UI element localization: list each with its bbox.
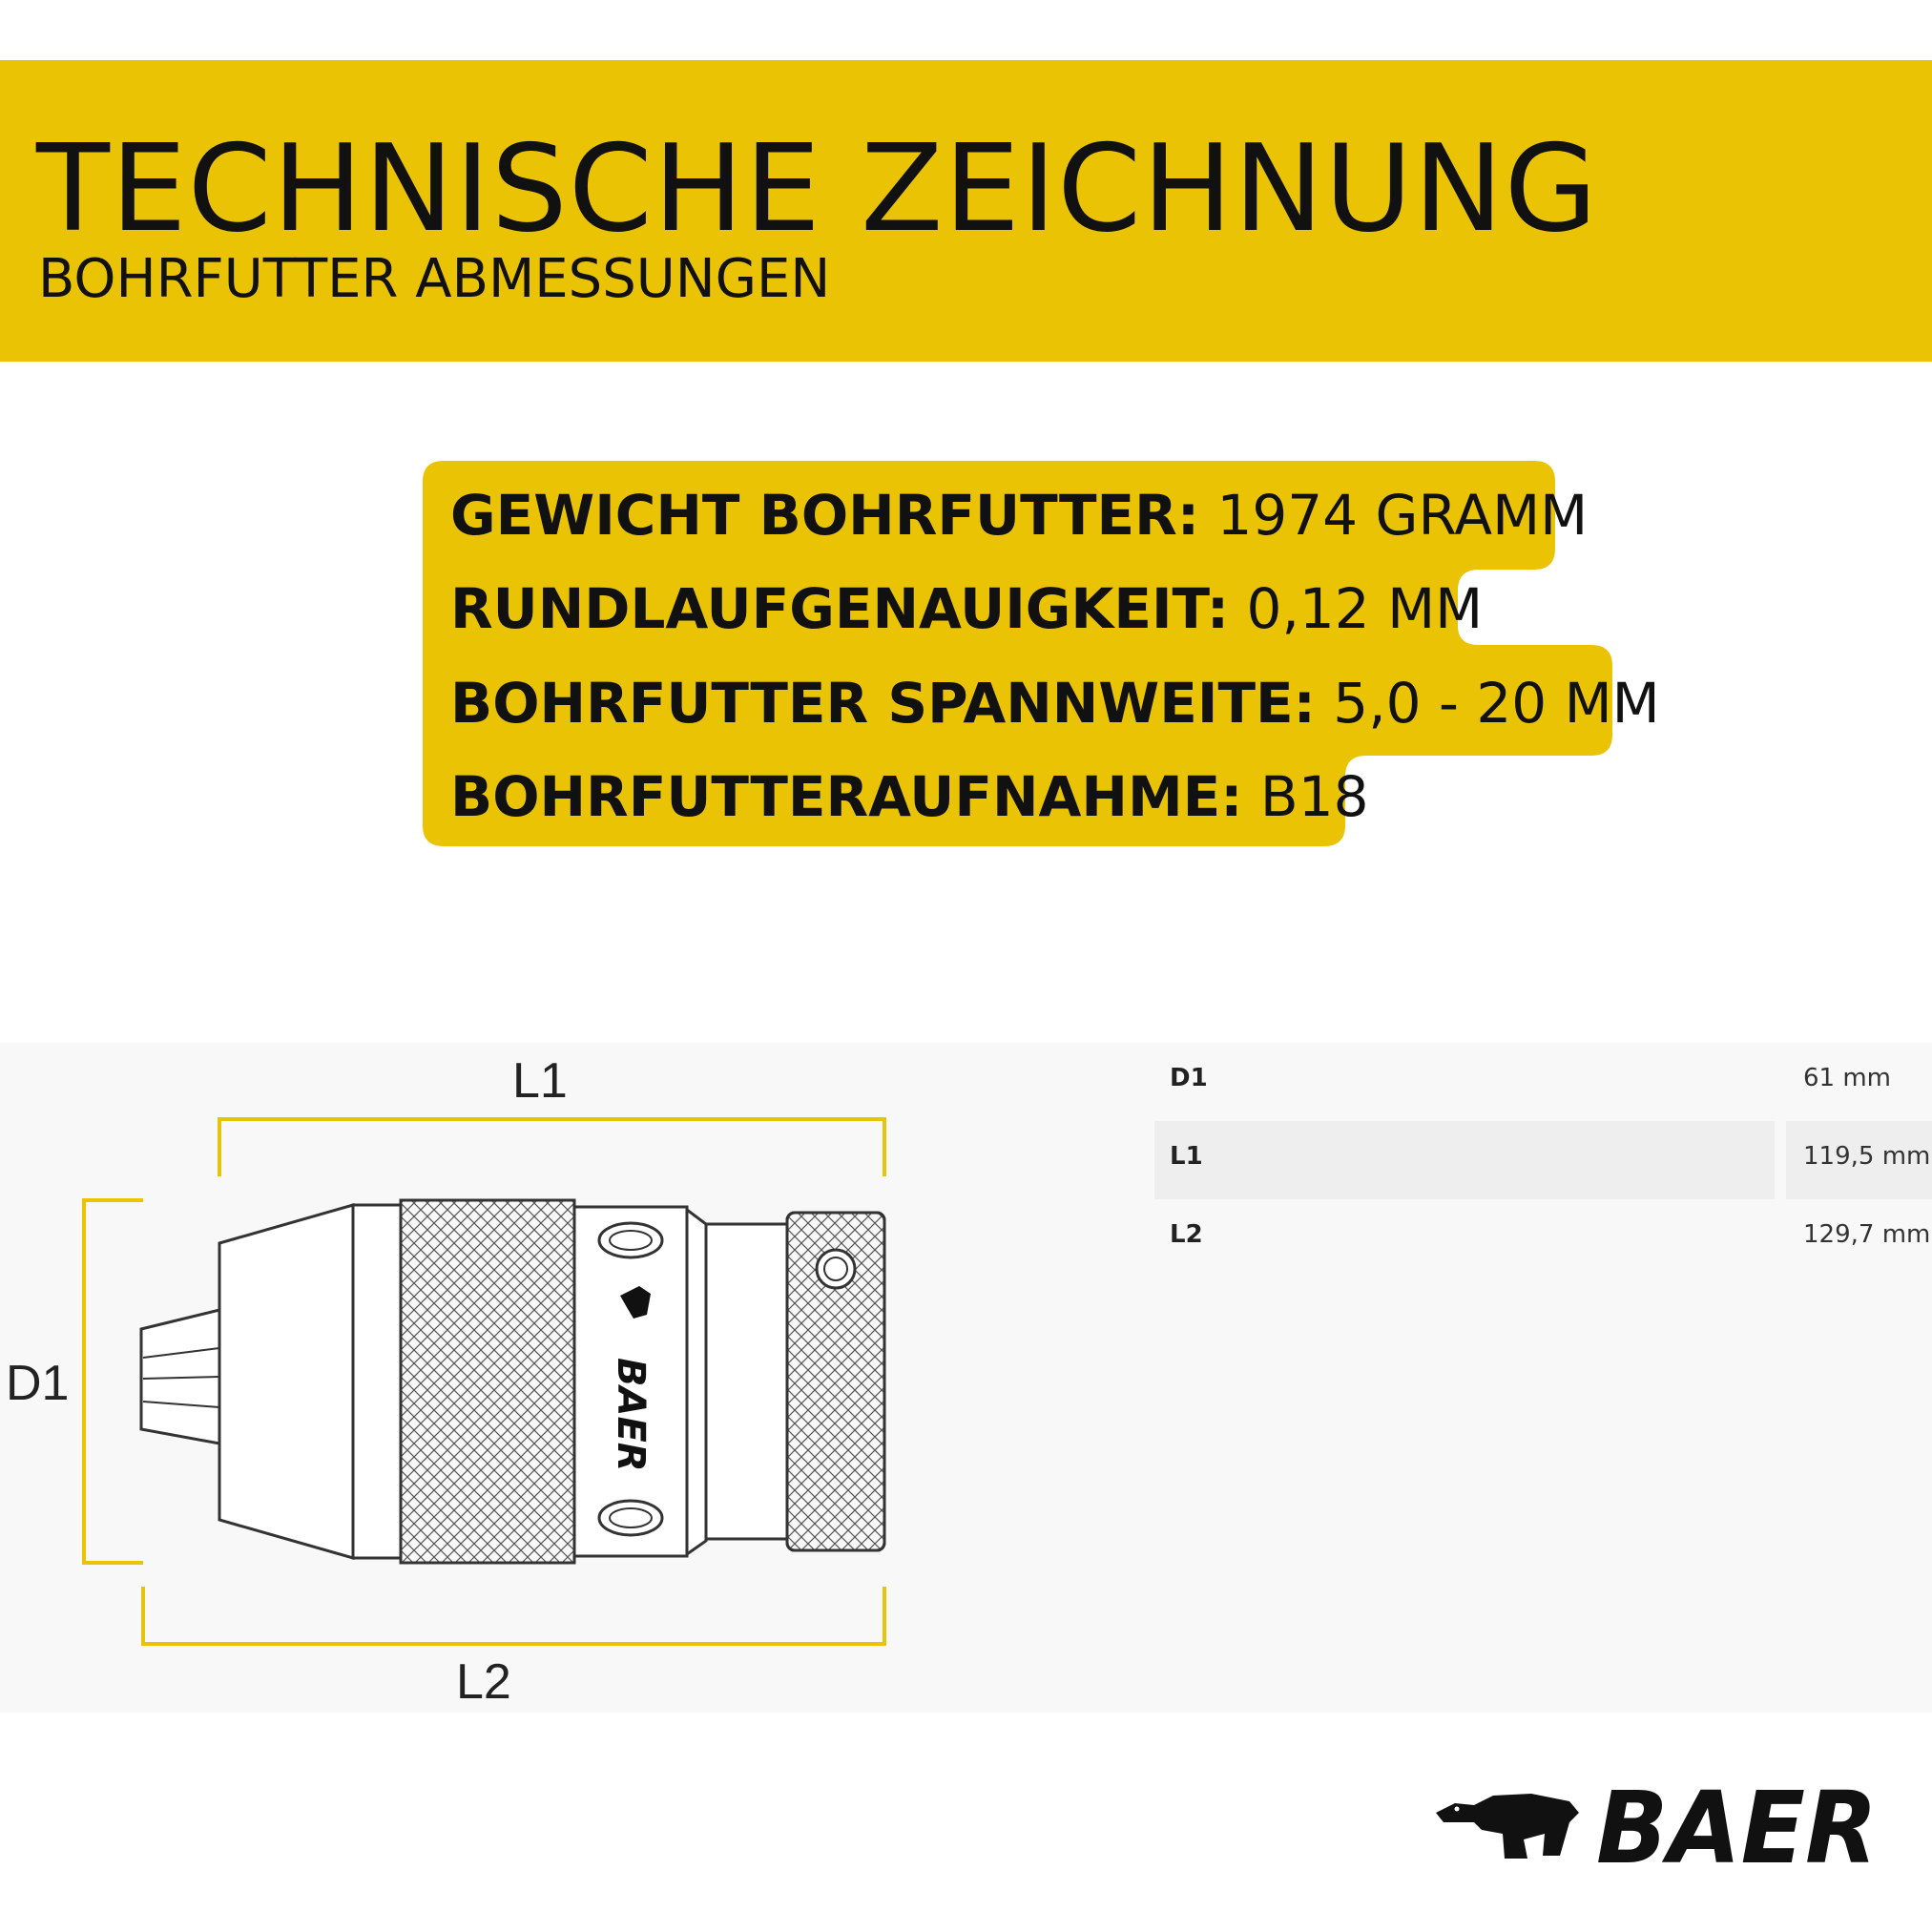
table-value: 61 mm bbox=[1803, 1064, 1892, 1092]
spec-value: 1974 GRAMM bbox=[1199, 483, 1589, 548]
table-key: L2 bbox=[1170, 1220, 1203, 1249]
chuck-technical-drawing: BAER bbox=[82, 1117, 886, 1646]
spec-label: BOHRFUTTER SPANNWEITE: bbox=[450, 671, 1316, 736]
page-subtitle: BOHRFUTTER ABMESSUNGEN bbox=[38, 248, 831, 310]
brand-wordmark: BAER bbox=[1596, 1775, 1878, 1870]
label-l1: L1 bbox=[512, 1053, 568, 1109]
chuck-logo-text: BAER bbox=[609, 1358, 653, 1472]
table-value: 129,7 mm bbox=[1803, 1220, 1931, 1249]
chuck-logo: BAER bbox=[609, 1286, 653, 1472]
spec-runout: RUNDLAUFGENAUIGKEIT: 0,12 MM bbox=[450, 575, 1483, 642]
table-key: D1 bbox=[1170, 1064, 1208, 1092]
spec-label: RUNDLAUFGENAUIGKEIT: bbox=[450, 576, 1230, 641]
table-row: L2 129,7 mm bbox=[1154, 1199, 1932, 1278]
spec-mount: BOHRFUTTERAUFNAHME: B18 bbox=[450, 763, 1369, 830]
table-value: 119,5 mm bbox=[1803, 1142, 1931, 1171]
specs-highlight bbox=[423, 461, 1612, 846]
spec-value: B18 bbox=[1242, 764, 1369, 829]
chuck-body bbox=[139, 1198, 886, 1565]
spec-value: 5,0 - 20 MM bbox=[1315, 671, 1660, 736]
brand-logo: BAER bbox=[1436, 1775, 1878, 1870]
dimension-lines bbox=[82, 1117, 886, 1646]
row-shade bbox=[1786, 1121, 1932, 1199]
table-row: L1 119,5 mm bbox=[1154, 1121, 1932, 1199]
label-l2: L2 bbox=[456, 1654, 511, 1710]
spec-weight: GEWICHT BOHRFUTTER: 1974 GRAMM bbox=[450, 482, 1588, 549]
table-key: L1 bbox=[1170, 1142, 1203, 1171]
spec-label: BOHRFUTTERAUFNAHME: bbox=[450, 764, 1243, 829]
table-row: D1 61 mm bbox=[1154, 1043, 1932, 1121]
spec-clamping-range: BOHRFUTTER SPANNWEITE: 5,0 - 20 MM bbox=[450, 670, 1660, 737]
page-title: TECHNISCHE ZEICHNUNG bbox=[36, 118, 1599, 259]
spec-label: GEWICHT BOHRFUTTER: bbox=[450, 483, 1200, 548]
header-banner bbox=[0, 60, 1932, 362]
spec-value: 0,12 MM bbox=[1229, 576, 1484, 641]
bear-icon bbox=[1436, 1794, 1579, 1859]
row-shade bbox=[1154, 1121, 1775, 1199]
label-d1: D1 bbox=[6, 1356, 70, 1411]
